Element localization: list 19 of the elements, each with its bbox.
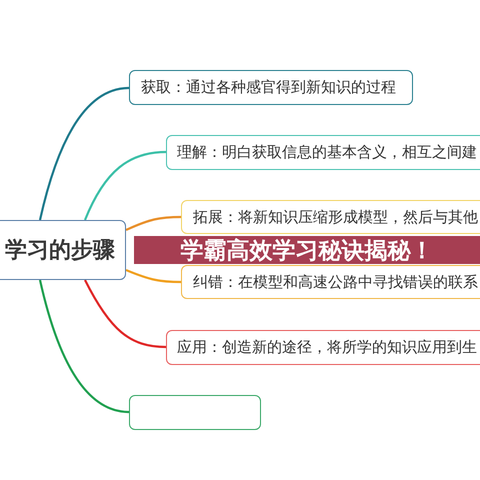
topic-text: 纠错：在模型和高速公路中寻找错误的联系 [193, 272, 478, 292]
branch-line [84, 280, 166, 348]
root-label: 学习的步骤 [5, 237, 115, 265]
topic-text: 理解：明白获取信息的基本含义，相互之间建 [177, 143, 477, 162]
topic-box [181, 200, 480, 234]
title-text: 学霸高效学习秘诀揭秘！ [180, 236, 434, 266]
topic-text: 拓展：将新知识压缩形成模型，然后与其他 [193, 208, 478, 226]
topic-text: 应用：创造新的途径，将所学的知识应用到生 [177, 338, 477, 357]
branch-line [126, 216, 182, 231]
topic-box [129, 70, 413, 105]
topic-box [166, 135, 480, 170]
topic-box [166, 330, 480, 365]
branch-line [126, 268, 182, 284]
branch-line [38, 280, 130, 414]
topic-box [181, 265, 480, 299]
empty-box [129, 395, 261, 430]
topic-text: 获取：通过各种感官得到新知识的过程 [141, 78, 396, 97]
branch-line [84, 150, 166, 220]
branch-line [38, 86, 130, 220]
